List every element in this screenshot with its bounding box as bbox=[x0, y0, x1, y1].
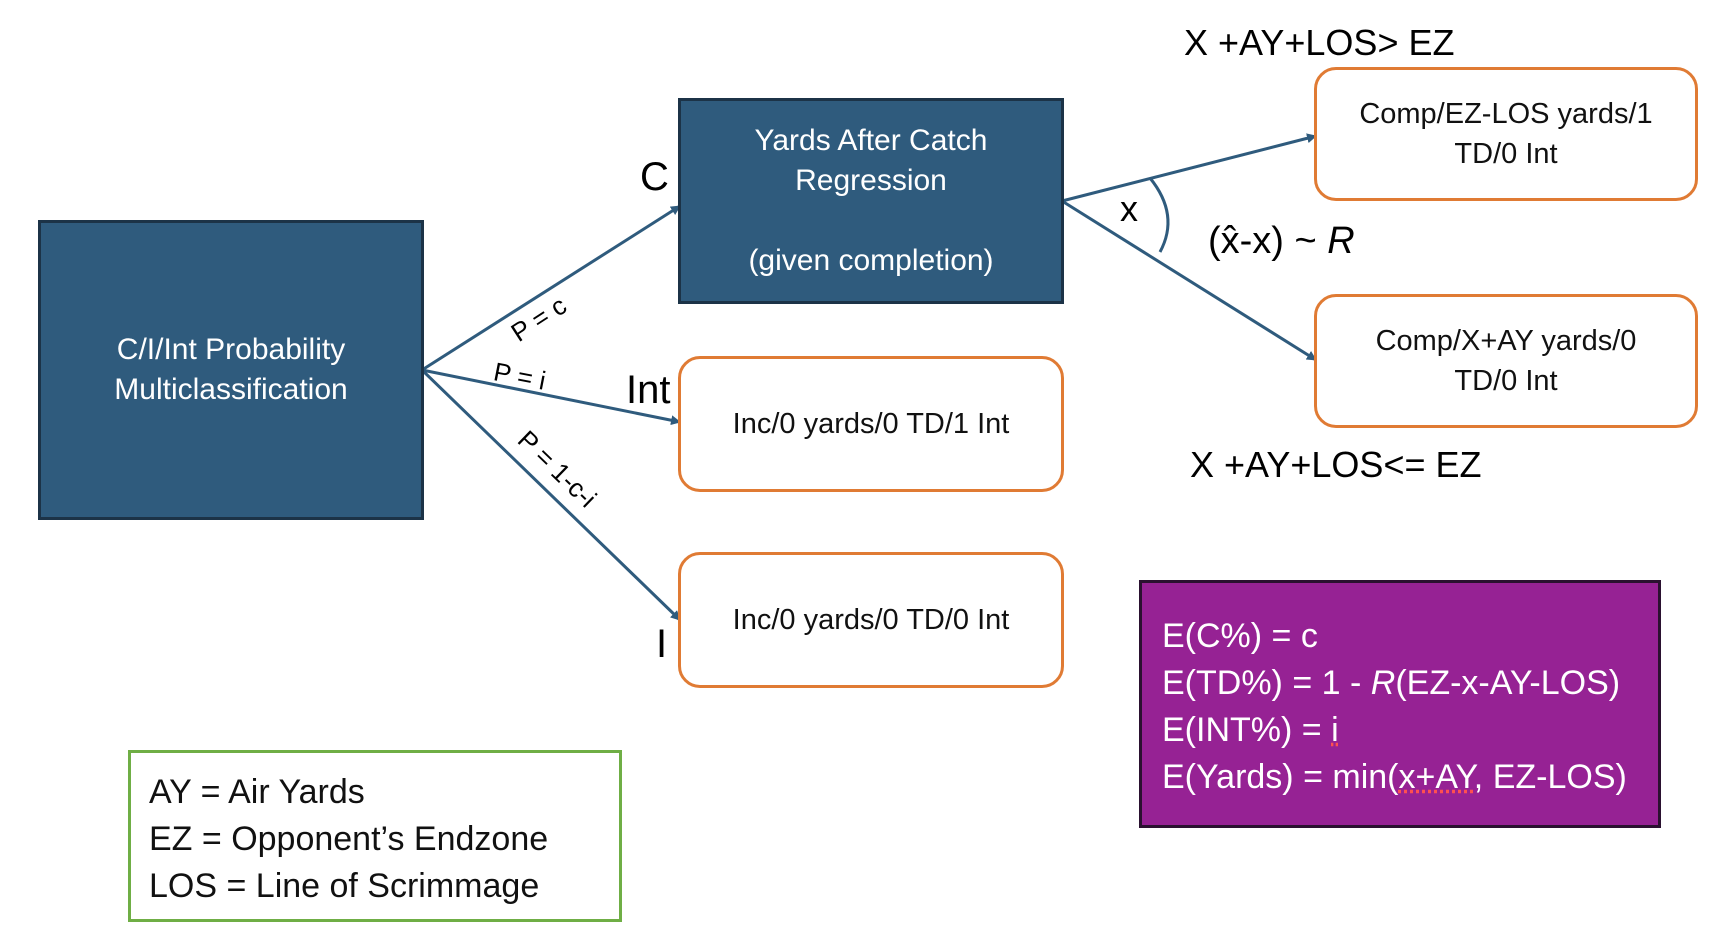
comp-x-line1: Comp/X+AY yards/0 bbox=[1375, 325, 1637, 357]
inc-int-text: Inc/0 yards/0 TD/1 Int bbox=[732, 408, 1010, 440]
formula-touchdown-b: (EZ-x-AY-LOS) bbox=[1395, 664, 1621, 702]
yac-line2: Regression bbox=[795, 164, 947, 197]
abbreviation-legend: AY = Air Yards EZ = Opponent’s Endzone L… bbox=[128, 750, 622, 922]
incomplete-label: I bbox=[656, 622, 668, 666]
formula-touchdown-r: R bbox=[1370, 664, 1396, 702]
yac-regression-box: Yards After Catch Regression (given comp… bbox=[678, 98, 1064, 304]
arrow-to-touchdown bbox=[1061, 133, 1317, 203]
condition-top-label: X +AY+LOS> EZ bbox=[1184, 22, 1455, 63]
formula-yards-a: E(Yards) = min( bbox=[1162, 758, 1399, 796]
completion-label: C bbox=[640, 155, 669, 199]
comp-ez-line1: Comp/EZ-LOS yards/1 bbox=[1359, 98, 1653, 130]
arrow-to-incomplete bbox=[420, 368, 682, 622]
condition-bottom-label: X +AY+LOS<= EZ bbox=[1190, 444, 1482, 485]
expectation-formulas-box: E(C%) = c E(TD%) = 1 - R(EZ-x-AY-LOS) E(… bbox=[1139, 580, 1661, 828]
inc-outcome-box: Inc/0 yards/0 TD/0 Int bbox=[678, 552, 1064, 688]
formula-interception: E(INT%) = i bbox=[1162, 707, 1638, 754]
angle-x-label: x bbox=[1120, 188, 1138, 229]
arrow-to-interception bbox=[421, 368, 681, 426]
arrow-to-no-touchdown bbox=[1061, 199, 1317, 362]
yac-line3: (given completion) bbox=[748, 244, 994, 277]
inc-int-outcome-box: Inc/0 yards/0 TD/1 Int bbox=[678, 356, 1064, 492]
formula-yards-b: , EZ-LOS) bbox=[1473, 758, 1627, 796]
ci-int-line1: C/I/Int Probability bbox=[116, 333, 346, 366]
formula-interception-i: i bbox=[1331, 711, 1339, 749]
comp-ez-line2: TD/0 Int bbox=[1454, 138, 1558, 170]
legend-air-yards: AY = Air Yards bbox=[149, 773, 365, 811]
comp-x-line2: TD/0 Int bbox=[1454, 365, 1558, 397]
legend-endzone: EZ = Opponent’s Endzone bbox=[149, 820, 549, 858]
ci-int-line2: Multiclassification bbox=[114, 373, 348, 406]
distribution-label: (x̂-x) ~ R bbox=[1208, 220, 1355, 263]
formula-interception-a: E(INT%) = bbox=[1162, 711, 1332, 749]
arrow-to-completion bbox=[421, 204, 681, 372]
comp-ez-outcome-box: Comp/EZ-LOS yards/1 TD/0 Int bbox=[1314, 67, 1698, 201]
formula-yards: E(Yards) = min(x+AY, EZ-LOS) bbox=[1162, 754, 1638, 801]
legend-line-of-scrimmage: LOS = Line of Scrimmage bbox=[149, 867, 540, 905]
interception-label: Int bbox=[626, 368, 671, 412]
inc-text: Inc/0 yards/0 TD/0 Int bbox=[732, 604, 1010, 636]
formula-completion: E(C%) = c bbox=[1162, 617, 1318, 655]
angle-arc bbox=[1148, 177, 1170, 253]
distribution-r: R bbox=[1327, 220, 1355, 262]
formula-yards-x: x+AY bbox=[1398, 758, 1474, 796]
comp-x-outcome-box: Comp/X+AY yards/0 TD/0 Int bbox=[1314, 294, 1698, 428]
yac-line1: Yards After Catch bbox=[754, 124, 988, 157]
ci-int-classification-box: C/I/Int Probability Multiclassification bbox=[38, 220, 424, 520]
formula-touchdown: E(TD%) = 1 - R(EZ-x-AY-LOS) bbox=[1162, 660, 1638, 707]
formula-touchdown-a: E(TD%) = 1 - bbox=[1162, 664, 1371, 702]
distribution-left: (x̂-x) ~ bbox=[1208, 220, 1328, 262]
